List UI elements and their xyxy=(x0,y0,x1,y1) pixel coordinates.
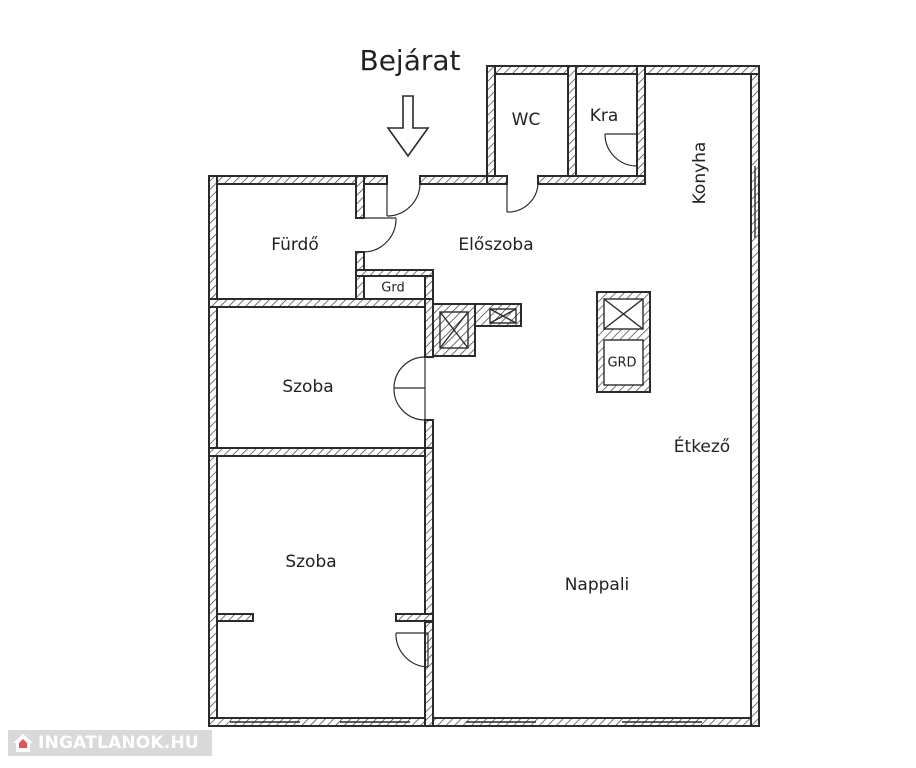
wall-szoba2-right-b xyxy=(424,621,434,727)
door-entrance xyxy=(386,183,421,217)
wall-wc-bottom-a xyxy=(486,175,508,185)
entrance-label: Bejárat xyxy=(359,44,460,77)
vent-right-box xyxy=(489,308,517,324)
wall-furdo-bottom xyxy=(208,298,434,308)
room-label-szoba-2: Szoba xyxy=(285,552,336,572)
room-label-kamra: Kra xyxy=(590,106,619,126)
wall-wc-kra xyxy=(567,65,577,185)
wall-furdo-right-b xyxy=(355,251,365,307)
entrance-arrow xyxy=(386,95,430,158)
room-label-grd-small: Grd xyxy=(381,281,404,296)
wall-szoba-divider xyxy=(208,447,434,457)
door-furdo xyxy=(363,217,397,253)
room-label-nappali: Nappali xyxy=(565,575,630,595)
door-kra xyxy=(604,133,638,167)
watermark-text: INGATLANOK.HU xyxy=(38,733,199,753)
wall-right xyxy=(750,65,760,727)
room-label-eloszoba: Előszoba xyxy=(458,235,533,255)
room-label-grd-large: GRD xyxy=(607,356,636,371)
doors xyxy=(363,133,638,668)
wall-wc-left xyxy=(486,65,496,185)
wall-szoba2-right-a xyxy=(424,447,434,615)
wall-kra-konyha xyxy=(636,65,646,185)
wall-furdo-right-a xyxy=(355,175,365,219)
vent-left-box xyxy=(439,311,469,349)
vent-crosses xyxy=(439,298,644,349)
windows xyxy=(230,166,756,723)
room-label-furdo: Fürdő xyxy=(271,235,319,255)
wall-szoba1-right-a xyxy=(424,298,434,358)
room-label-etkezo: Étkező xyxy=(674,435,730,457)
wall-top-right xyxy=(486,65,760,75)
door-wc xyxy=(506,183,539,213)
grd-island-inner xyxy=(603,339,644,386)
wall-stub-right xyxy=(395,613,434,622)
interior-walls xyxy=(208,175,651,727)
wall-stub-left xyxy=(216,613,254,622)
door-szoba2 xyxy=(395,632,429,668)
wall-top-mid xyxy=(419,175,489,185)
room-label-szoba-1: Szoba xyxy=(282,377,333,397)
room-label-konyha: Konyha xyxy=(690,142,710,205)
wall-grd-top xyxy=(355,269,434,277)
room-label-wc: WC xyxy=(512,110,541,130)
door-szoba1 xyxy=(393,356,426,421)
watermark-logo: INGATLANOK.HU xyxy=(8,730,212,756)
house-icon xyxy=(13,734,33,752)
wall-wc-bottom-b xyxy=(537,175,646,185)
